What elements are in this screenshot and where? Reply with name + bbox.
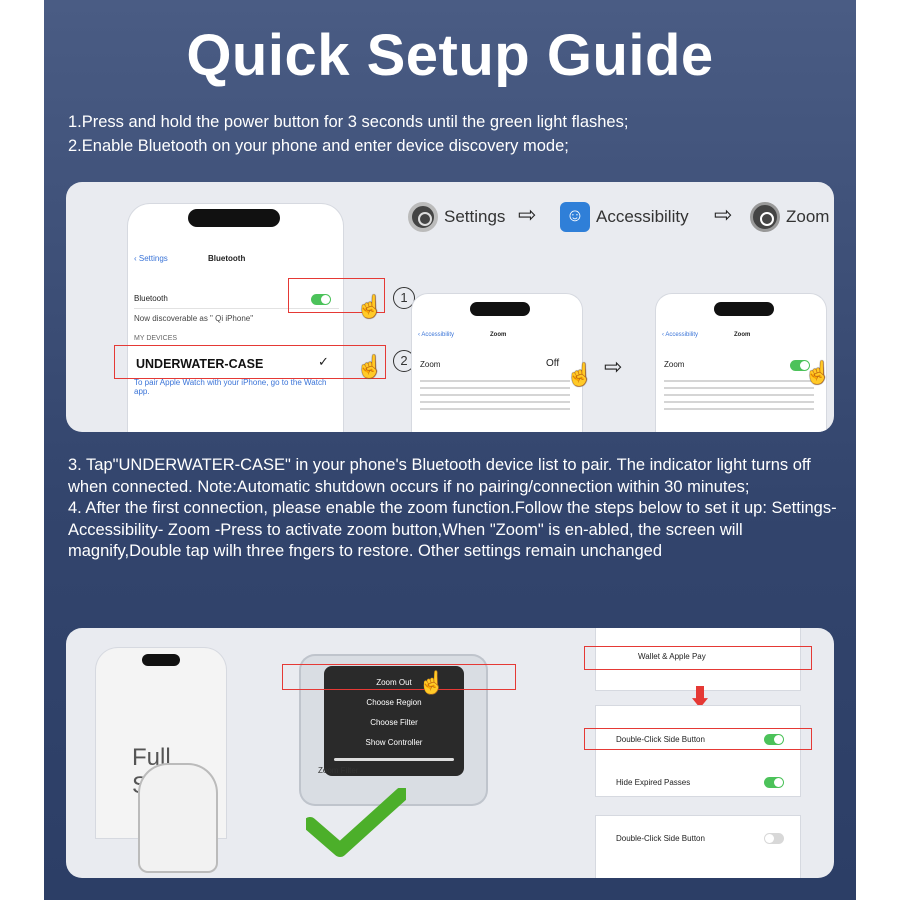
back-link: ‹ Accessibility [418,332,455,338]
screen-title: Bluetooth [208,254,246,263]
device-name[interactable]: UNDERWATER-CASE [136,357,264,371]
double-click-off-label: Double-Click Side Button [616,834,705,843]
setup-guide-poster: Quick Setup Guide 1.Press and hold the p… [44,0,856,900]
path-settings-label: Settings [444,207,506,226]
zoom-toggle[interactable] [790,360,810,371]
menu-show-controller[interactable]: Show Controller [365,738,423,747]
step-1-text: 1.Press and hold the power button for 3 … [68,113,629,131]
wallet-highlight [584,646,812,670]
settings-icon [408,202,438,232]
zoom-icon [750,202,780,232]
step-3-text: 3. Tap"UNDERWATER-CASE" in your phone's … [68,456,811,496]
three-finger-hand [138,763,218,873]
zoom-description [420,380,570,410]
bluetooth-row-label: Bluetooth [134,294,168,303]
bluetooth-toggle[interactable] [311,294,331,305]
menu-choose-region[interactable]: Choose Region [366,698,422,707]
step-4-text: 4. After the first connection, please en… [68,499,837,560]
device-highlight [114,345,386,379]
double-click-off-toggle[interactable] [764,833,784,844]
device-checkmark: ✓ [318,354,329,369]
screen-title: Zoom [490,332,507,338]
path-accessibility-label: Accessibility [596,207,689,226]
arrow-right-icon: ⇨ [714,202,733,227]
zoom-row-label: Zoom [420,360,441,369]
bluetooth-phone-screen: ‹ Settings Bluetooth Bluetooth Now disco… [128,204,343,432]
menu-zoom-out[interactable]: Zoom Out [376,678,412,687]
path-settings: Settings [408,202,505,232]
back-link: ‹ Accessibility [662,332,699,338]
phone-notch [470,302,530,316]
zoom-off-phone-screen: ‹ Accessibility Zoom Zoom Off [412,294,582,432]
discoverable-text: Now discoverable as " Qi iPhone" [134,314,254,323]
my-devices-header: MY DEVICES [134,335,178,342]
double-click-toggle[interactable] [764,734,784,745]
arrow-right-icon: ⇨ [604,354,623,379]
divider [134,308,339,309]
check-mark-icon [306,788,406,857]
hide-expired-toggle[interactable] [764,777,784,788]
arrow-right-icon: ⇨ [518,202,537,227]
zoom-filter-label: Zoom Filter [318,766,359,775]
pairing-illustration-panel: ‹ Settings Bluetooth Bluetooth Now disco… [66,182,834,432]
step-marker-1: 1 [393,287,415,309]
menu-choose-filter[interactable]: Choose Filter [370,718,418,727]
double-click-label: Double-Click Side Button [616,735,705,744]
zoom-slider[interactable] [334,758,454,761]
down-arrow-icon [692,686,708,708]
zoom-state[interactable]: Off [546,358,560,369]
tap-hand-icon: ☝ [418,670,446,695]
path-zoom-label: Zoom [786,207,830,226]
tap-hand-icon: ☝ [804,360,832,385]
page-title: Quick Setup Guide [186,23,714,88]
zoom-out-highlight [282,664,516,690]
toggle-highlight [288,278,385,313]
path-accessibility: Accessibility [560,202,689,232]
tap-hand-icon: ☝ [566,362,594,387]
double-click-off-screen: Double-Click Side Button [596,816,800,878]
watch-hint: To pair Apple Watch with your iPhone, go… [134,378,327,396]
accessibility-icon [560,202,590,232]
zoom-description [664,380,814,410]
wallet-settings-screen: Wallet & Apple Pay [596,628,800,690]
screen-title: Zoom [734,332,751,338]
tap-hand-icon: ☝ [356,294,384,319]
phone-notch [714,302,774,316]
zoom-row-label: Zoom [664,360,685,369]
double-click-settings-screen: Double-Click Side Button Hide Expired Pa… [596,706,800,796]
wallet-row-label[interactable]: Wallet & Apple Pay [638,652,706,661]
double-click-highlight [584,728,812,750]
zoom-on-phone-screen: ‹ Accessibility Zoom Zoom [656,294,826,432]
back-link: ‹ Settings [134,254,168,263]
tap-hand-icon: ☝ [356,354,384,379]
path-zoom: Zoom [750,202,829,232]
phone-notch [142,654,180,666]
step-2-text: 2.Enable Bluetooth on your phone and ent… [68,137,569,155]
zoom-usage-panel: Full Scre Zoom Out Choose Region Choose … [66,628,834,878]
phone-notch [188,209,280,227]
zoom-controller-menu: Zoom Out Choose Region Choose Filter Sho… [324,666,464,776]
hide-expired-label: Hide Expired Passes [616,778,691,787]
step-3-4-text: 3. Tap"UNDERWATER-CASE" in your phone's … [68,455,848,563]
